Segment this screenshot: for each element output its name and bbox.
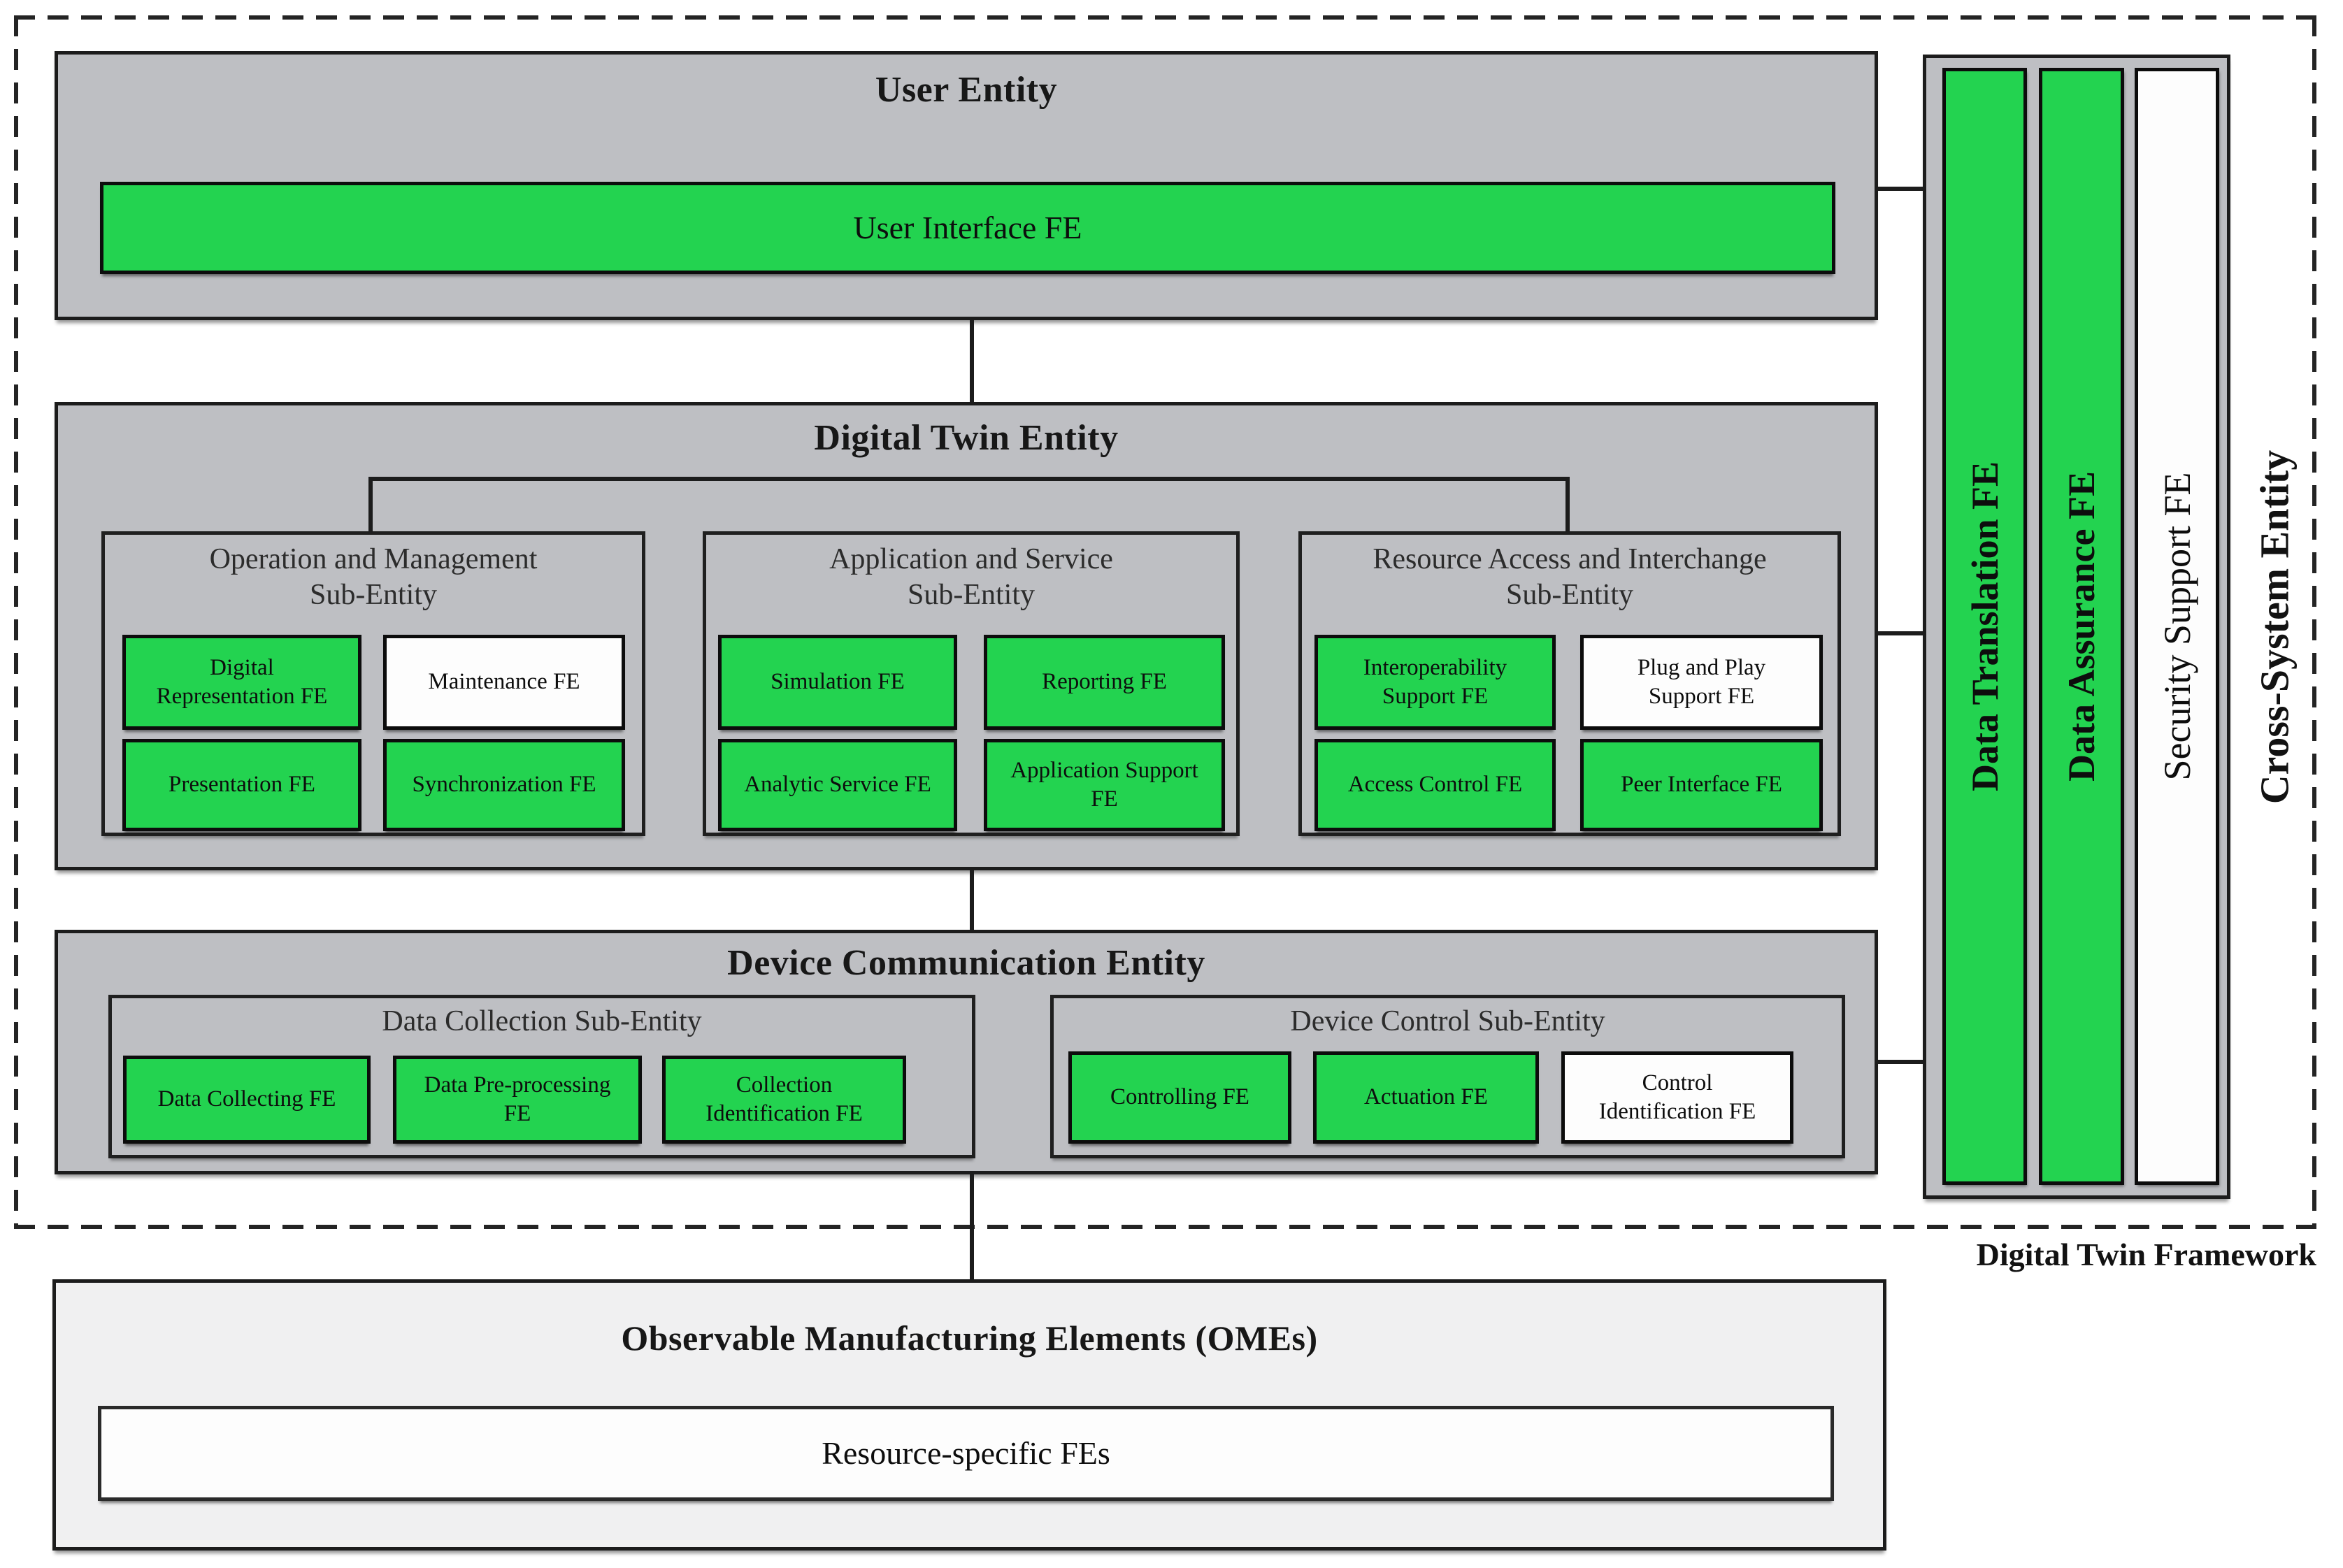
simulation-fe-box: Simulation FE <box>718 635 957 730</box>
data-collecting-fe-label: Data Collecting FE <box>157 1086 336 1112</box>
presentation-fe-label: Presentation FE <box>169 772 315 798</box>
dashed-frame-top <box>14 15 2316 20</box>
connector-user-to-dt <box>970 320 974 402</box>
application-support-fe-box: Application Support FE <box>984 739 1225 831</box>
ome-title: Observable Manufacturing Elements (OMEs) <box>621 1318 1318 1358</box>
dt-bus-line <box>368 477 1570 481</box>
data-preprocessing-fe-box: Data Pre-processing FE <box>393 1056 642 1144</box>
data-translation-fe-label: Data Translation FE <box>1963 461 2006 792</box>
resource-access-sub-entity: Resource Access and Interchange Sub-Enti… <box>1298 531 1841 836</box>
reporting-fe-label: Reporting FE <box>1042 669 1167 695</box>
collection-identification-fe-box: Collection Identification FE <box>662 1056 906 1144</box>
actuation-fe-label: Actuation FE <box>1364 1084 1488 1110</box>
data-collection-sub-entity: Data Collection Sub-Entity Data Collecti… <box>108 995 975 1158</box>
dashed-frame-left <box>14 15 18 1229</box>
access-control-fe-box: Access Control FE <box>1314 739 1556 831</box>
security-support-fe-bar: Security Support FE <box>2135 68 2219 1185</box>
interoperability-support-fe-label: Interoperability Support FE <box>1363 654 1507 709</box>
connector-devcomm-to-cross <box>1878 1060 1923 1064</box>
plug-and-play-support-fe-box: Plug and Play Support FE <box>1580 635 1823 730</box>
cross-system-entity-caption-holder: Cross-System Entity <box>2232 55 2317 1199</box>
cross-system-entity-box: Data Translation FE Data Assurance FE Se… <box>1923 55 2230 1199</box>
dashed-frame-bottom <box>14 1225 2316 1229</box>
resource-specific-fes-box: Resource-specific FEs <box>98 1406 1834 1501</box>
controlling-fe-label: Controlling FE <box>1110 1084 1249 1110</box>
dashed-frame-right <box>2312 15 2316 1229</box>
control-identification-fe-box: Control Identification FE <box>1561 1051 1793 1144</box>
data-collection-sub-title: Data Collection Sub-Entity <box>382 1005 702 1037</box>
dt-bus-stub-right <box>1565 477 1570 533</box>
analytic-service-fe-box: Analytic Service FE <box>718 739 957 831</box>
user-entity-title: User Entity <box>875 70 1058 110</box>
resource-access-sub-title: Resource Access and Interchange Sub-Enti… <box>1373 543 1767 612</box>
maintenance-fe-label: Maintenance FE <box>428 669 580 695</box>
digital-twin-entity-title: Digital Twin Entity <box>814 418 1119 458</box>
simulation-fe-label: Simulation FE <box>771 669 905 695</box>
peer-interface-fe-box: Peer Interface FE <box>1580 739 1823 831</box>
device-communication-entity-box: Device Communication Entity Data Collect… <box>55 930 1878 1174</box>
access-control-fe-label: Access Control FE <box>1347 772 1523 798</box>
control-identification-fe-label: Control Identification FE <box>1598 1070 1756 1124</box>
connector-dt-to-devcomm <box>970 870 974 930</box>
digital-twin-entity-box: Digital Twin Entity Operation and Manage… <box>55 402 1878 870</box>
controlling-fe-box: Controlling FE <box>1068 1051 1291 1144</box>
operation-management-sub-title: Operation and Management Sub-Entity <box>209 543 538 612</box>
collection-identification-fe-label: Collection Identification FE <box>705 1072 863 1126</box>
actuation-fe-box: Actuation FE <box>1313 1051 1539 1144</box>
digital-representation-fe-label: Digital Representation FE <box>156 654 328 709</box>
digital-representation-fe-box: Digital Representation FE <box>122 635 361 730</box>
application-service-sub-entity: Application and Service Sub-Entity Simul… <box>703 531 1240 836</box>
maintenance-fe-box: Maintenance FE <box>383 635 625 730</box>
user-interface-fe-label: User Interface FE <box>853 210 1082 246</box>
plug-and-play-support-fe-label: Plug and Play Support FE <box>1637 654 1766 709</box>
presentation-fe-box: Presentation FE <box>122 739 361 831</box>
operation-management-sub-entity: Operation and Management Sub-Entity Digi… <box>101 531 645 836</box>
data-collecting-fe-box: Data Collecting FE <box>123 1056 371 1144</box>
cross-system-entity-caption: Cross-System Entity <box>2251 449 2298 804</box>
security-support-fe-label: Security Support FE <box>2156 472 2198 781</box>
framework-caption: Digital Twin Framework <box>1976 1237 2316 1272</box>
peer-interface-fe-label: Peer Interface FE <box>1621 772 1782 798</box>
user-interface-fe-box: User Interface FE <box>100 182 1835 274</box>
application-support-fe-label: Application Support FE <box>1010 757 1198 812</box>
device-control-sub-entity: Device Control Sub-Entity Controlling FE… <box>1050 995 1845 1158</box>
connector-dt-to-cross <box>1878 631 1923 635</box>
resource-specific-fes-label: Resource-specific FEs <box>822 1435 1110 1472</box>
data-translation-fe-bar: Data Translation FE <box>1942 68 2027 1185</box>
data-assurance-fe-label: Data Assurance FE <box>2061 471 2102 782</box>
reporting-fe-box: Reporting FE <box>984 635 1225 730</box>
interoperability-support-fe-box: Interoperability Support FE <box>1314 635 1556 730</box>
data-preprocessing-fe-label: Data Pre-processing FE <box>424 1072 611 1126</box>
device-control-sub-title: Device Control Sub-Entity <box>1290 1005 1605 1037</box>
connector-devcomm-to-ome <box>970 1174 974 1279</box>
analytic-service-fe-label: Analytic Service FE <box>744 772 931 798</box>
user-entity-box: User Entity User Interface FE <box>55 51 1878 320</box>
application-service-sub-title: Application and Service Sub-Entity <box>829 543 1113 612</box>
ome-box: Observable Manufacturing Elements (OMEs)… <box>52 1279 1886 1551</box>
connector-user-to-cross <box>1878 187 1923 191</box>
data-assurance-fe-bar: Data Assurance FE <box>2039 68 2124 1185</box>
synchronization-fe-box: Synchronization FE <box>383 739 625 831</box>
device-communication-entity-title: Device Communication Entity <box>727 943 1205 983</box>
synchronization-fe-label: Synchronization FE <box>412 772 596 798</box>
dt-bus-stub-left <box>368 477 373 533</box>
